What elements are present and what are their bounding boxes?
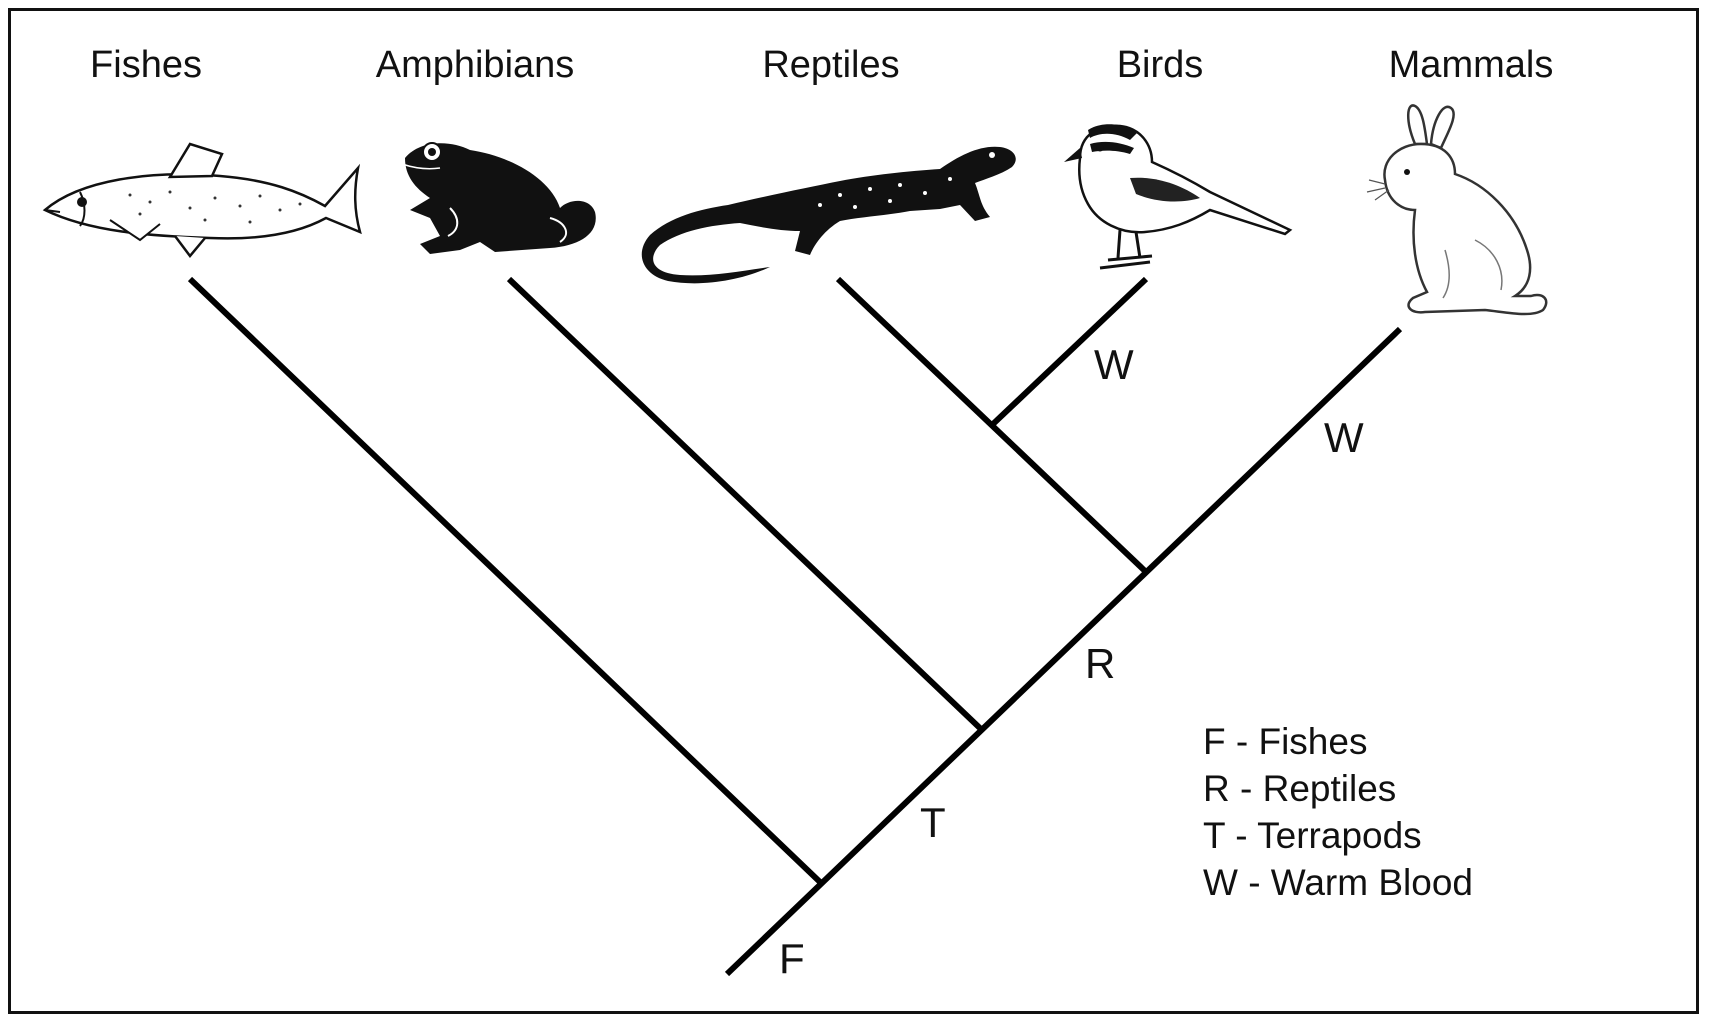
- taxon-label-amphibians: Amphibians: [376, 46, 575, 84]
- taxon-label-birds: Birds: [1117, 46, 1204, 84]
- node-label-reptiles: R: [1085, 643, 1115, 685]
- node-label-warm-blood-mammals: W: [1324, 417, 1364, 459]
- taxon-label-reptiles: Reptiles: [762, 46, 899, 84]
- taxon-label-mammals: Mammals: [1389, 46, 1554, 84]
- node-label-warm-blood-birds: W: [1094, 344, 1134, 386]
- legend-item-terrapods: T - Terrapods: [1203, 812, 1473, 859]
- rabbit-icon: [1367, 105, 1546, 314]
- node-label-terrapods: T: [920, 802, 946, 844]
- lizard-icon: [642, 147, 1016, 284]
- fishes-branch: [190, 279, 820, 882]
- node-label-fishes: F: [779, 938, 805, 980]
- fish-icon: [45, 144, 360, 256]
- legend-item-warm-blood: W - Warm Blood: [1203, 859, 1473, 906]
- bird-icon: [1064, 124, 1290, 268]
- legend-item-reptiles: R - Reptiles: [1203, 765, 1473, 812]
- legend: F - Fishes R - Reptiles T - Terrapods W …: [1203, 718, 1473, 906]
- legend-item-fishes: F - Fishes: [1203, 718, 1473, 765]
- taxon-label-fishes: Fishes: [90, 46, 202, 84]
- frog-icon: [402, 143, 596, 254]
